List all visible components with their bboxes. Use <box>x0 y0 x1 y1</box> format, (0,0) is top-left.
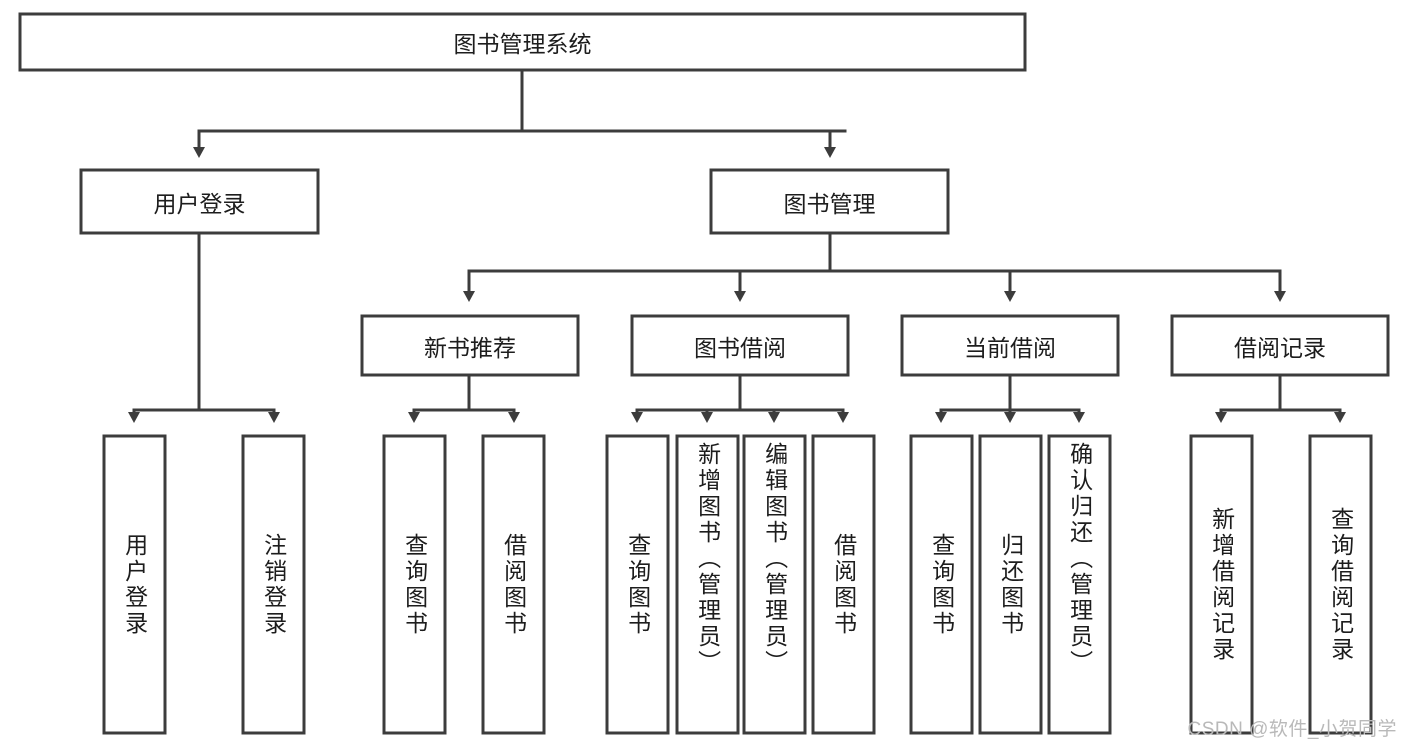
node-leaf-borrow-book-2[interactable] <box>811 434 876 735</box>
node-leaf-add-record[interactable] <box>1189 434 1254 735</box>
node-new-book-recommend[interactable] <box>360 314 580 377</box>
node-borrow-record[interactable] <box>1170 314 1390 377</box>
node-leaf-query-book-2[interactable] <box>605 434 670 735</box>
connector-bookmanage-to-level3 <box>463 231 1286 302</box>
node-leaf-borrow-book-1[interactable] <box>481 434 546 735</box>
node-leaf-user-login[interactable] <box>102 434 167 735</box>
node-leaf-return-book[interactable] <box>978 434 1043 735</box>
connector-borrowrecord-to-leaves <box>1215 373 1346 423</box>
connector-currentborrow-to-leaves <box>935 373 1085 423</box>
connector-root-to-level2 <box>193 68 847 158</box>
node-leaf-confirm-return[interactable] <box>1047 434 1112 735</box>
node-leaf-logout-login[interactable] <box>241 434 306 735</box>
node-leaf-edit-book[interactable] <box>742 434 807 735</box>
node-root[interactable] <box>18 12 1027 72</box>
node-user-login[interactable] <box>79 168 320 235</box>
connector-userlogin-to-leaves <box>128 231 280 423</box>
node-leaf-query-record[interactable] <box>1308 434 1373 735</box>
node-book-borrow[interactable] <box>630 314 850 377</box>
node-book-manage[interactable] <box>709 168 950 235</box>
watermark-text: CSDN @软件_小贺同学 <box>1187 719 1397 740</box>
connector-bookborrow-to-leaves <box>631 373 849 423</box>
node-leaf-query-book-3[interactable] <box>909 434 974 735</box>
node-current-borrow[interactable] <box>900 314 1120 377</box>
connector-newbook-to-leaves <box>408 373 520 423</box>
node-leaf-query-book-1[interactable] <box>382 434 447 735</box>
node-leaf-add-book[interactable] <box>675 434 740 735</box>
